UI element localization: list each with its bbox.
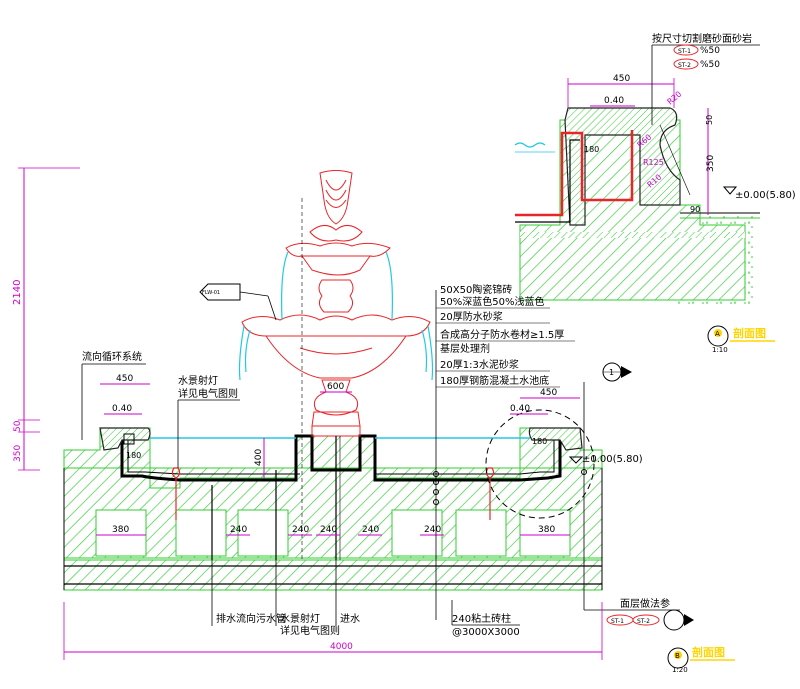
dim-380-right: 380 — [538, 525, 555, 535]
dim-50-detail: 50 — [705, 115, 714, 125]
dim-4000: 4000 — [330, 642, 353, 652]
overflow-box — [123, 433, 135, 445]
layer-1: 50X50陶瓷锦砖 — [440, 283, 512, 296]
dim-240-2: 240 — [292, 525, 309, 535]
dim-2140: 2140 — [12, 280, 23, 305]
detail-section-scale: 1:10 — [712, 346, 728, 354]
coping-left — [99, 427, 151, 451]
callout-ref: FLW-01 — [202, 290, 220, 296]
drain-label: 排水流向污水管 — [216, 612, 286, 625]
main-section-title: 剖面图 — [692, 645, 725, 659]
dim-180-left: 180 — [126, 451, 141, 460]
svg-text:ST-1: ST-1 — [678, 48, 691, 55]
layer-4: 合成高分子防水卷材≥1.5厚 — [440, 328, 564, 341]
dim-040-right: 0.40 — [510, 404, 530, 414]
light-label-2: 详见电气图则 — [178, 387, 238, 400]
finish-label: 面层做法参 — [620, 597, 670, 610]
layer-7: 180厚钢筋混凝土水池底 — [440, 374, 549, 387]
layer-3: 20厚防水砂浆 — [440, 310, 503, 323]
fountain — [241, 170, 431, 437]
svg-text:ST-2: ST-2 — [678, 62, 691, 69]
detail-section-title: 剖面图 — [733, 326, 766, 340]
svg-text:ST-1: ST-1 — [611, 618, 624, 625]
dim-240-5: 240 — [424, 525, 441, 535]
light-label-bottom-2: 详见电气图则 — [280, 624, 340, 637]
inlet-label: 进水 — [340, 613, 360, 625]
layer-2: 50%深蓝色50%浅蓝色 — [440, 295, 544, 308]
base-slab — [63, 559, 603, 591]
elevation-marker-main — [568, 456, 584, 464]
void-3 — [237, 509, 289, 557]
dim-180-detail: 180 — [584, 145, 599, 154]
detail-callout-circle — [485, 409, 595, 519]
dim-450-detail: 450 — [613, 74, 630, 84]
detail-water-surface — [514, 142, 546, 148]
elevation-marker-detail — [722, 186, 738, 195]
dim-90-detail: 90 — [690, 205, 700, 214]
void-6 — [519, 509, 571, 557]
light-label-1: 水景射灯 — [178, 375, 218, 387]
finish-ref-circle — [663, 609, 685, 631]
layer-notes: 50X50陶瓷锦砖 50%深蓝色50%浅蓝色 20厚防水砂浆 合成高分子防水卷材… — [433, 283, 575, 505]
dim-040-detail: 0.40 — [604, 96, 624, 106]
st1-value-detail: %50 — [700, 46, 720, 56]
dim-450-right: 450 — [540, 388, 557, 398]
st2-tag-main — [632, 614, 660, 626]
void-5 — [455, 509, 507, 557]
elevation-main: ±0.00(5.80) — [582, 454, 643, 465]
st1-tag-detail — [673, 44, 699, 56]
dim-50-main: 50 — [13, 420, 23, 432]
flow-label: 流向循环系统 — [82, 350, 142, 363]
waterproof-lining — [120, 434, 562, 482]
dim-600: 600 — [327, 382, 344, 392]
void-2 — [175, 509, 227, 557]
main-section: 2140 50 350 — [12, 167, 735, 674]
void-1 — [95, 509, 147, 557]
coping-right — [528, 427, 583, 451]
detail-coping-stone — [564, 107, 681, 226]
dim-380-left: 380 — [112, 525, 129, 535]
dim-350-main: 350 — [13, 445, 23, 462]
layer-5: 基层处理剂 — [440, 342, 490, 355]
cut-stone-note: 按尺寸切割磨砂面砂岩 — [652, 32, 752, 45]
pillar-spacing: @3000X3000 — [452, 627, 520, 638]
dim-240-3: 240 — [320, 525, 337, 535]
detail-section: 450 0.40 180 50 350 90 R20 R60 R125 R10 … — [514, 32, 796, 354]
spotlight-left — [171, 467, 181, 479]
dim-240-4: 240 — [362, 525, 379, 535]
light-label-bottom-1: 水景射灯 — [280, 613, 320, 625]
detail-section-number: A — [715, 330, 720, 338]
main-section-number: B — [675, 652, 680, 660]
layer-6: 20厚1:3水泥砂浆 — [440, 358, 519, 371]
detail-waterproof-line — [515, 130, 634, 217]
radius-r125: R125 — [643, 158, 664, 167]
elevation-detail: ±0.00(5.80) — [735, 190, 796, 201]
detail-ref-top: 1 — [609, 368, 614, 377]
dim-180-right: 180 — [532, 437, 547, 446]
svg-text:ST-2: ST-2 — [637, 618, 650, 625]
detail-section-number-circle — [707, 325, 729, 347]
dim-240-1: 240 — [230, 525, 247, 535]
pillar-label: 240粘土砖柱 — [452, 612, 511, 625]
dim-350-detail: 350 — [706, 155, 716, 172]
st2-tag-detail — [673, 58, 699, 70]
st2-value-detail: %50 — [700, 60, 720, 70]
dim-040-left: 0.40 — [112, 404, 132, 414]
dim-450-left: 450 — [116, 374, 133, 384]
radius-r20: R20 — [666, 90, 684, 107]
dim-400: 400 — [254, 449, 264, 466]
void-4 — [391, 509, 443, 557]
fountain-water — [238, 251, 434, 381]
main-section-scale: 1:20 — [672, 666, 688, 674]
main-section-number-circle — [667, 647, 689, 669]
